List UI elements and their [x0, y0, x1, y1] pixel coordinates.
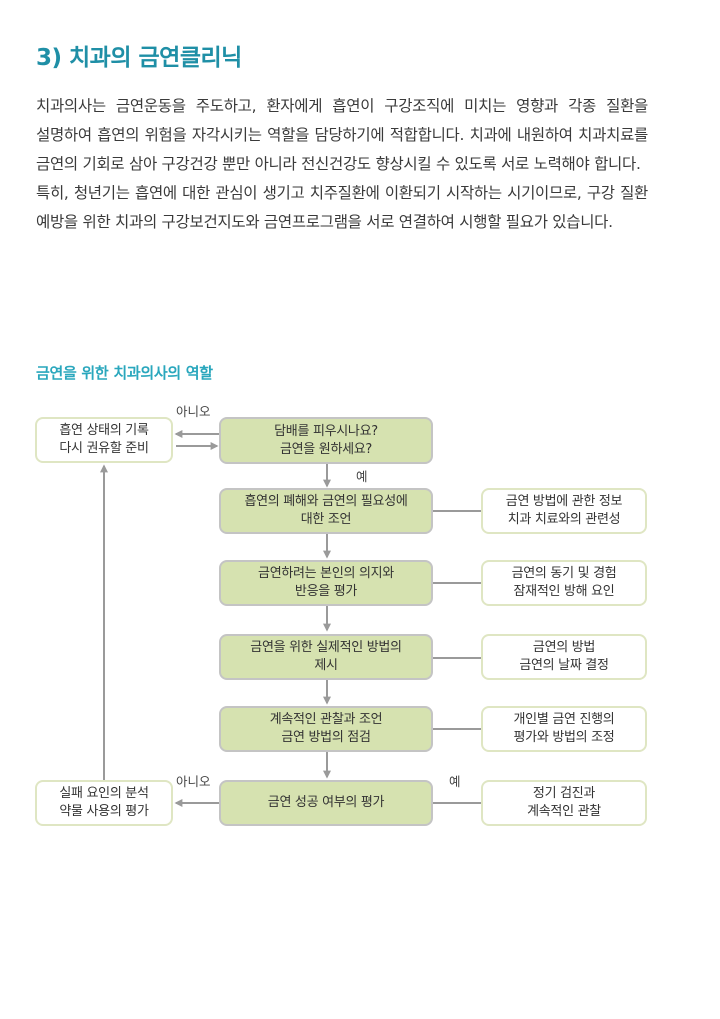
step-box-smoking-question: 담배를 피우시나요? 금연을 원하세요?: [219, 417, 433, 464]
side-box-analysis: 실패 요인의 분석 약물 사용의 평가: [35, 780, 173, 826]
step-1-line1: 담배를 피우시나요?: [274, 423, 378, 439]
note-4-line2: 평가와 방법의 조정: [513, 730, 615, 745]
step-5-line1: 계속적인 관찰과 조언: [269, 712, 383, 727]
label-yes-bottom: 예: [449, 774, 461, 789]
label-yes-top: 예: [356, 469, 368, 484]
section-title: 3) 치과의 금연클리닉: [36, 45, 242, 71]
note-5-line1: 정기 검진과: [532, 786, 596, 801]
paragraph-youth: 특히, 청년기는 흡연에 대한 관심이 생기고 치주질환에 이환되기 시작하는 …: [36, 184, 648, 231]
note-2-line2: 잠재적인 방해 요인: [513, 584, 615, 599]
side-box-analysis-line2: 약물 사용의 평가: [59, 804, 149, 819]
step-4-line1: 금연을 위한 실제적인 방법의: [250, 640, 402, 655]
step-box-assess-will: 금연하려는 본인의 의지와 반응을 평가: [219, 560, 433, 606]
note-box-info: 금연 방법에 관한 정보 치과 치료와의 관련성: [481, 488, 647, 534]
note-5-line2: 계속적인 관찰: [527, 804, 601, 819]
note-box-evaluation: 개인별 금연 진행의 평가와 방법의 조정: [481, 706, 647, 752]
step-5-line2: 금연 방법의 점검: [281, 730, 371, 745]
body-text: 치과의사는 금연운동을 주도하고, 환자에게 흡연이 구강조직에 미치는 영향과…: [36, 92, 648, 237]
label-no-top: 아니오: [176, 404, 211, 419]
note-2-line1: 금연의 동기 및 경험: [511, 566, 617, 581]
side-box-record-line2: 다시 권유할 준비: [59, 441, 149, 456]
step-1-line2: 금연을 원하세요?: [279, 441, 373, 457]
note-box-motivation: 금연의 동기 및 경험 잠재적인 방해 요인: [481, 560, 647, 606]
note-4-line1: 개인별 금연 진행의: [513, 712, 615, 727]
note-3-line2: 금연의 날짜 결정: [519, 658, 609, 673]
note-1-line1: 금연 방법에 관한 정보: [505, 494, 623, 509]
side-box-record: 흡연 상태의 기록 다시 권유할 준비: [35, 417, 173, 463]
side-box-record-line1: 흡연 상태의 기록: [59, 423, 149, 438]
step-6-line1: 금연 성공 여부의 평가: [267, 795, 385, 810]
note-1-line2: 치과 치료와의 관련성: [507, 512, 621, 527]
side-box-analysis-line1: 실패 요인의 분석: [59, 786, 149, 801]
label-no-bottom: 아니오: [176, 774, 211, 789]
step-4-line2: 제시: [314, 658, 338, 673]
step-3-line1: 금연하려는 본인의 의지와: [258, 566, 394, 581]
note-box-checkup: 정기 검진과 계속적인 관찰: [481, 780, 647, 826]
paragraph-intro: 치과의사는 금연운동을 주도하고, 환자에게 흡연이 구강조직에 미치는 영향과…: [36, 97, 648, 173]
step-2-line2: 대한 조언: [300, 512, 352, 527]
step-box-follow-up: 계속적인 관찰과 조언 금연 방법의 점검: [219, 706, 433, 752]
step-box-advice: 흡연의 폐해와 금연의 필요성에 대한 조언: [219, 488, 433, 534]
step-3-line2: 반응을 평가: [294, 584, 358, 599]
note-3-line1: 금연의 방법: [532, 640, 596, 655]
step-box-evaluate-success: 금연 성공 여부의 평가: [219, 780, 433, 826]
step-2-line1: 흡연의 폐해와 금연의 필요성에: [244, 494, 408, 509]
step-box-methods: 금연을 위한 실제적인 방법의 제시: [219, 634, 433, 680]
diagram-title: 금연을 위한 치과의사의 역할: [36, 364, 213, 382]
note-box-method-date: 금연의 방법 금연의 날짜 결정: [481, 634, 647, 680]
